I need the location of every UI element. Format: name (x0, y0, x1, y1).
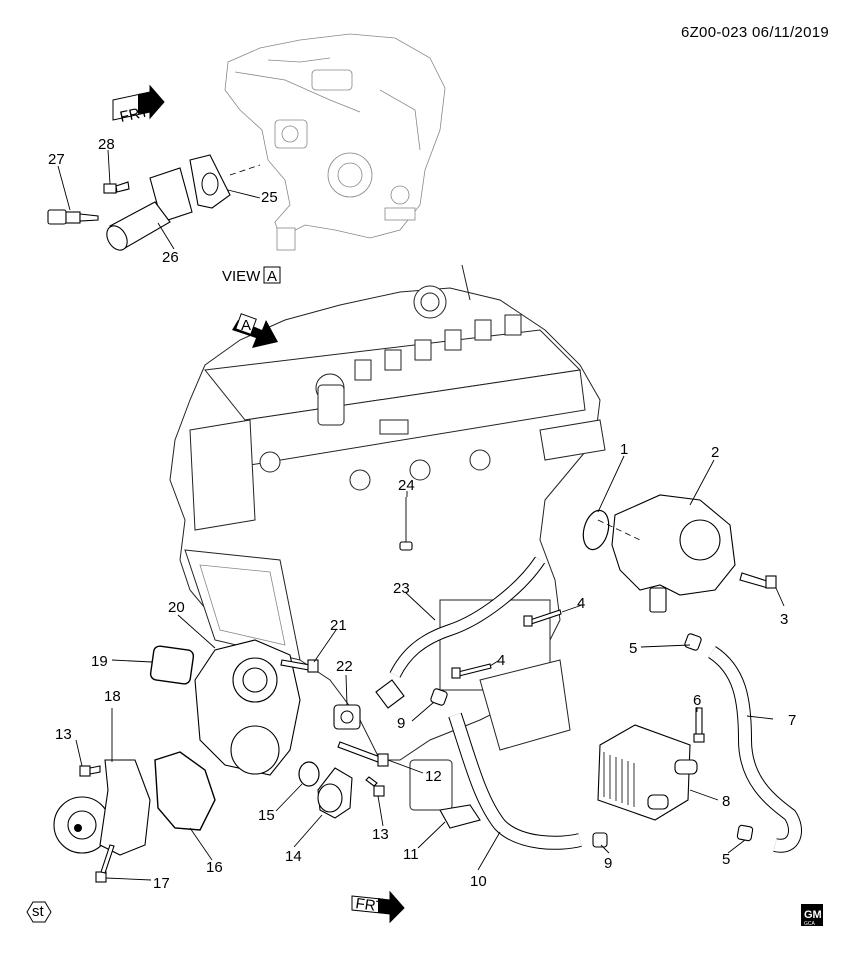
part-19-gasket (149, 645, 195, 685)
callout-labels: 1 2 3 4 4 5 5 6 7 8 9 9 10 11 12 13 13 1… (48, 136, 796, 892)
callout-12: 12 (425, 768, 442, 785)
callout-26: 26 (162, 249, 179, 266)
callout-5a: 5 (629, 640, 637, 657)
view-a-arrow-icon: A (232, 313, 278, 348)
callout-13a: 13 (55, 726, 72, 743)
part-21-bolt (280, 659, 319, 673)
callout-7: 7 (788, 712, 796, 729)
callout-3: 3 (780, 611, 788, 628)
gm-logo-icon: GM GCA (801, 904, 823, 927)
callout-16: 16 (206, 859, 223, 876)
part-11-filter (439, 804, 481, 829)
view-label-ref: A (267, 268, 277, 285)
gm-logo-text: GM (804, 909, 822, 921)
callout-21: 21 (330, 617, 347, 634)
st-hex-icon: st (26, 901, 52, 923)
view-a-marker-letter: A (241, 317, 251, 334)
callout-1: 1 (620, 441, 628, 458)
part-9-clamp-b (592, 832, 608, 848)
callout-15: 15 (258, 807, 275, 824)
callout-10: 10 (470, 873, 487, 890)
part-28-bolt (103, 181, 130, 194)
part-26-outlet (106, 167, 193, 251)
frt-arrow-icon: FRT (351, 890, 405, 924)
callout-25: 25 (261, 189, 278, 206)
part-3-bolt (739, 572, 777, 589)
callout-28: 28 (98, 136, 115, 153)
callout-14: 14 (285, 848, 302, 865)
callout-9b: 9 (604, 855, 612, 872)
part-4-bolt-b (451, 663, 492, 679)
part-5-clamp-b (736, 824, 754, 842)
callout-22: 22 (336, 658, 353, 675)
part-24-dowel (399, 541, 413, 551)
part-27-sensor (47, 209, 99, 225)
gm-logo-sub: GCA (804, 921, 816, 927)
part-18-water-pump (53, 759, 151, 856)
part-1-seal (582, 509, 610, 551)
part-22-gasket (333, 704, 361, 730)
st-badge-text: st (32, 903, 45, 920)
callout-4a: 4 (577, 595, 585, 612)
part-23-pipe (375, 556, 545, 709)
callout-20: 20 (168, 599, 185, 616)
part-13-bolt-a (79, 765, 101, 777)
frt-label: FRT (354, 895, 385, 916)
part-9-clamp-a (430, 688, 448, 706)
part-8-oil-cooler (597, 724, 698, 821)
view-a-engine-detail (224, 33, 446, 251)
callout-6: 6 (693, 692, 701, 709)
part-14-thermostat-housing (317, 767, 353, 819)
frt-arrow-icon: FRT (112, 84, 165, 126)
callout-2: 2 (711, 444, 719, 461)
view-a-label: VIEW A (222, 266, 281, 285)
document-id: 6Z00-023 06/11/2019 (680, 24, 829, 41)
part-6-bolt (693, 707, 705, 743)
callout-23: 23 (393, 580, 410, 597)
callout-19: 19 (91, 653, 108, 670)
part-10-hose (448, 712, 582, 850)
callout-18: 18 (104, 688, 121, 705)
part-16-gasket (154, 751, 216, 831)
frt-label: FRT (118, 103, 150, 126)
callout-24: 24 (398, 477, 415, 494)
callout-11: 11 (403, 846, 419, 863)
callout-17: 17 (153, 875, 170, 892)
callout-8: 8 (722, 793, 730, 810)
part-15-ring (298, 761, 320, 787)
part-20-housing (194, 639, 301, 776)
part-2-pump (611, 494, 736, 613)
main-engine-block (169, 264, 606, 811)
part-25-gasket (189, 154, 231, 209)
view-label-text: VIEW (222, 268, 261, 285)
part-5-clamp-a (684, 633, 702, 651)
callout-9a: 9 (397, 715, 405, 732)
callout-27: 27 (48, 151, 65, 168)
callout-13b: 13 (372, 826, 389, 843)
callout-4b: 4 (497, 652, 505, 669)
part-4-bolt-a (523, 609, 562, 627)
leader-lines (57, 149, 785, 881)
part-17-bolt (95, 844, 115, 883)
part-7-hose (707, 646, 802, 853)
callout-5b: 5 (722, 851, 730, 868)
part-13-bolt-b (365, 776, 385, 797)
